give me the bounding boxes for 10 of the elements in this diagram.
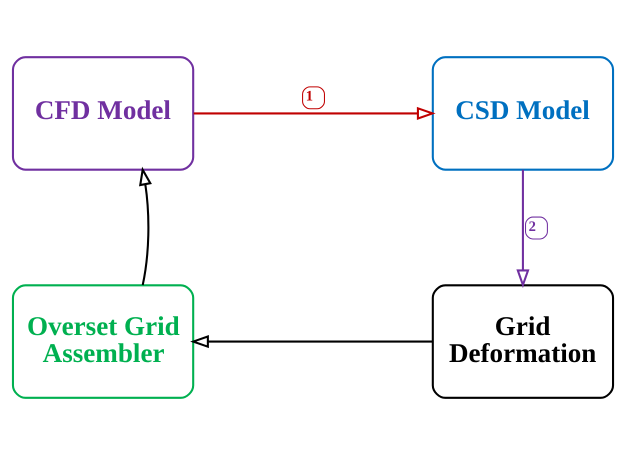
node-box: Overset Grid Assembler: [12, 284, 194, 398]
node-box: Grid Deformation: [432, 284, 614, 398]
node-box: CFD Model: [12, 56, 194, 170]
arrow: [139, 166, 152, 285]
arrow: [194, 106, 436, 120]
arrow: [516, 169, 530, 288]
edge-label: 1: [306, 88, 314, 104]
edge-label: 2: [528, 218, 536, 234]
arrow: [190, 334, 433, 348]
node-box: CSD Model: [432, 56, 614, 170]
